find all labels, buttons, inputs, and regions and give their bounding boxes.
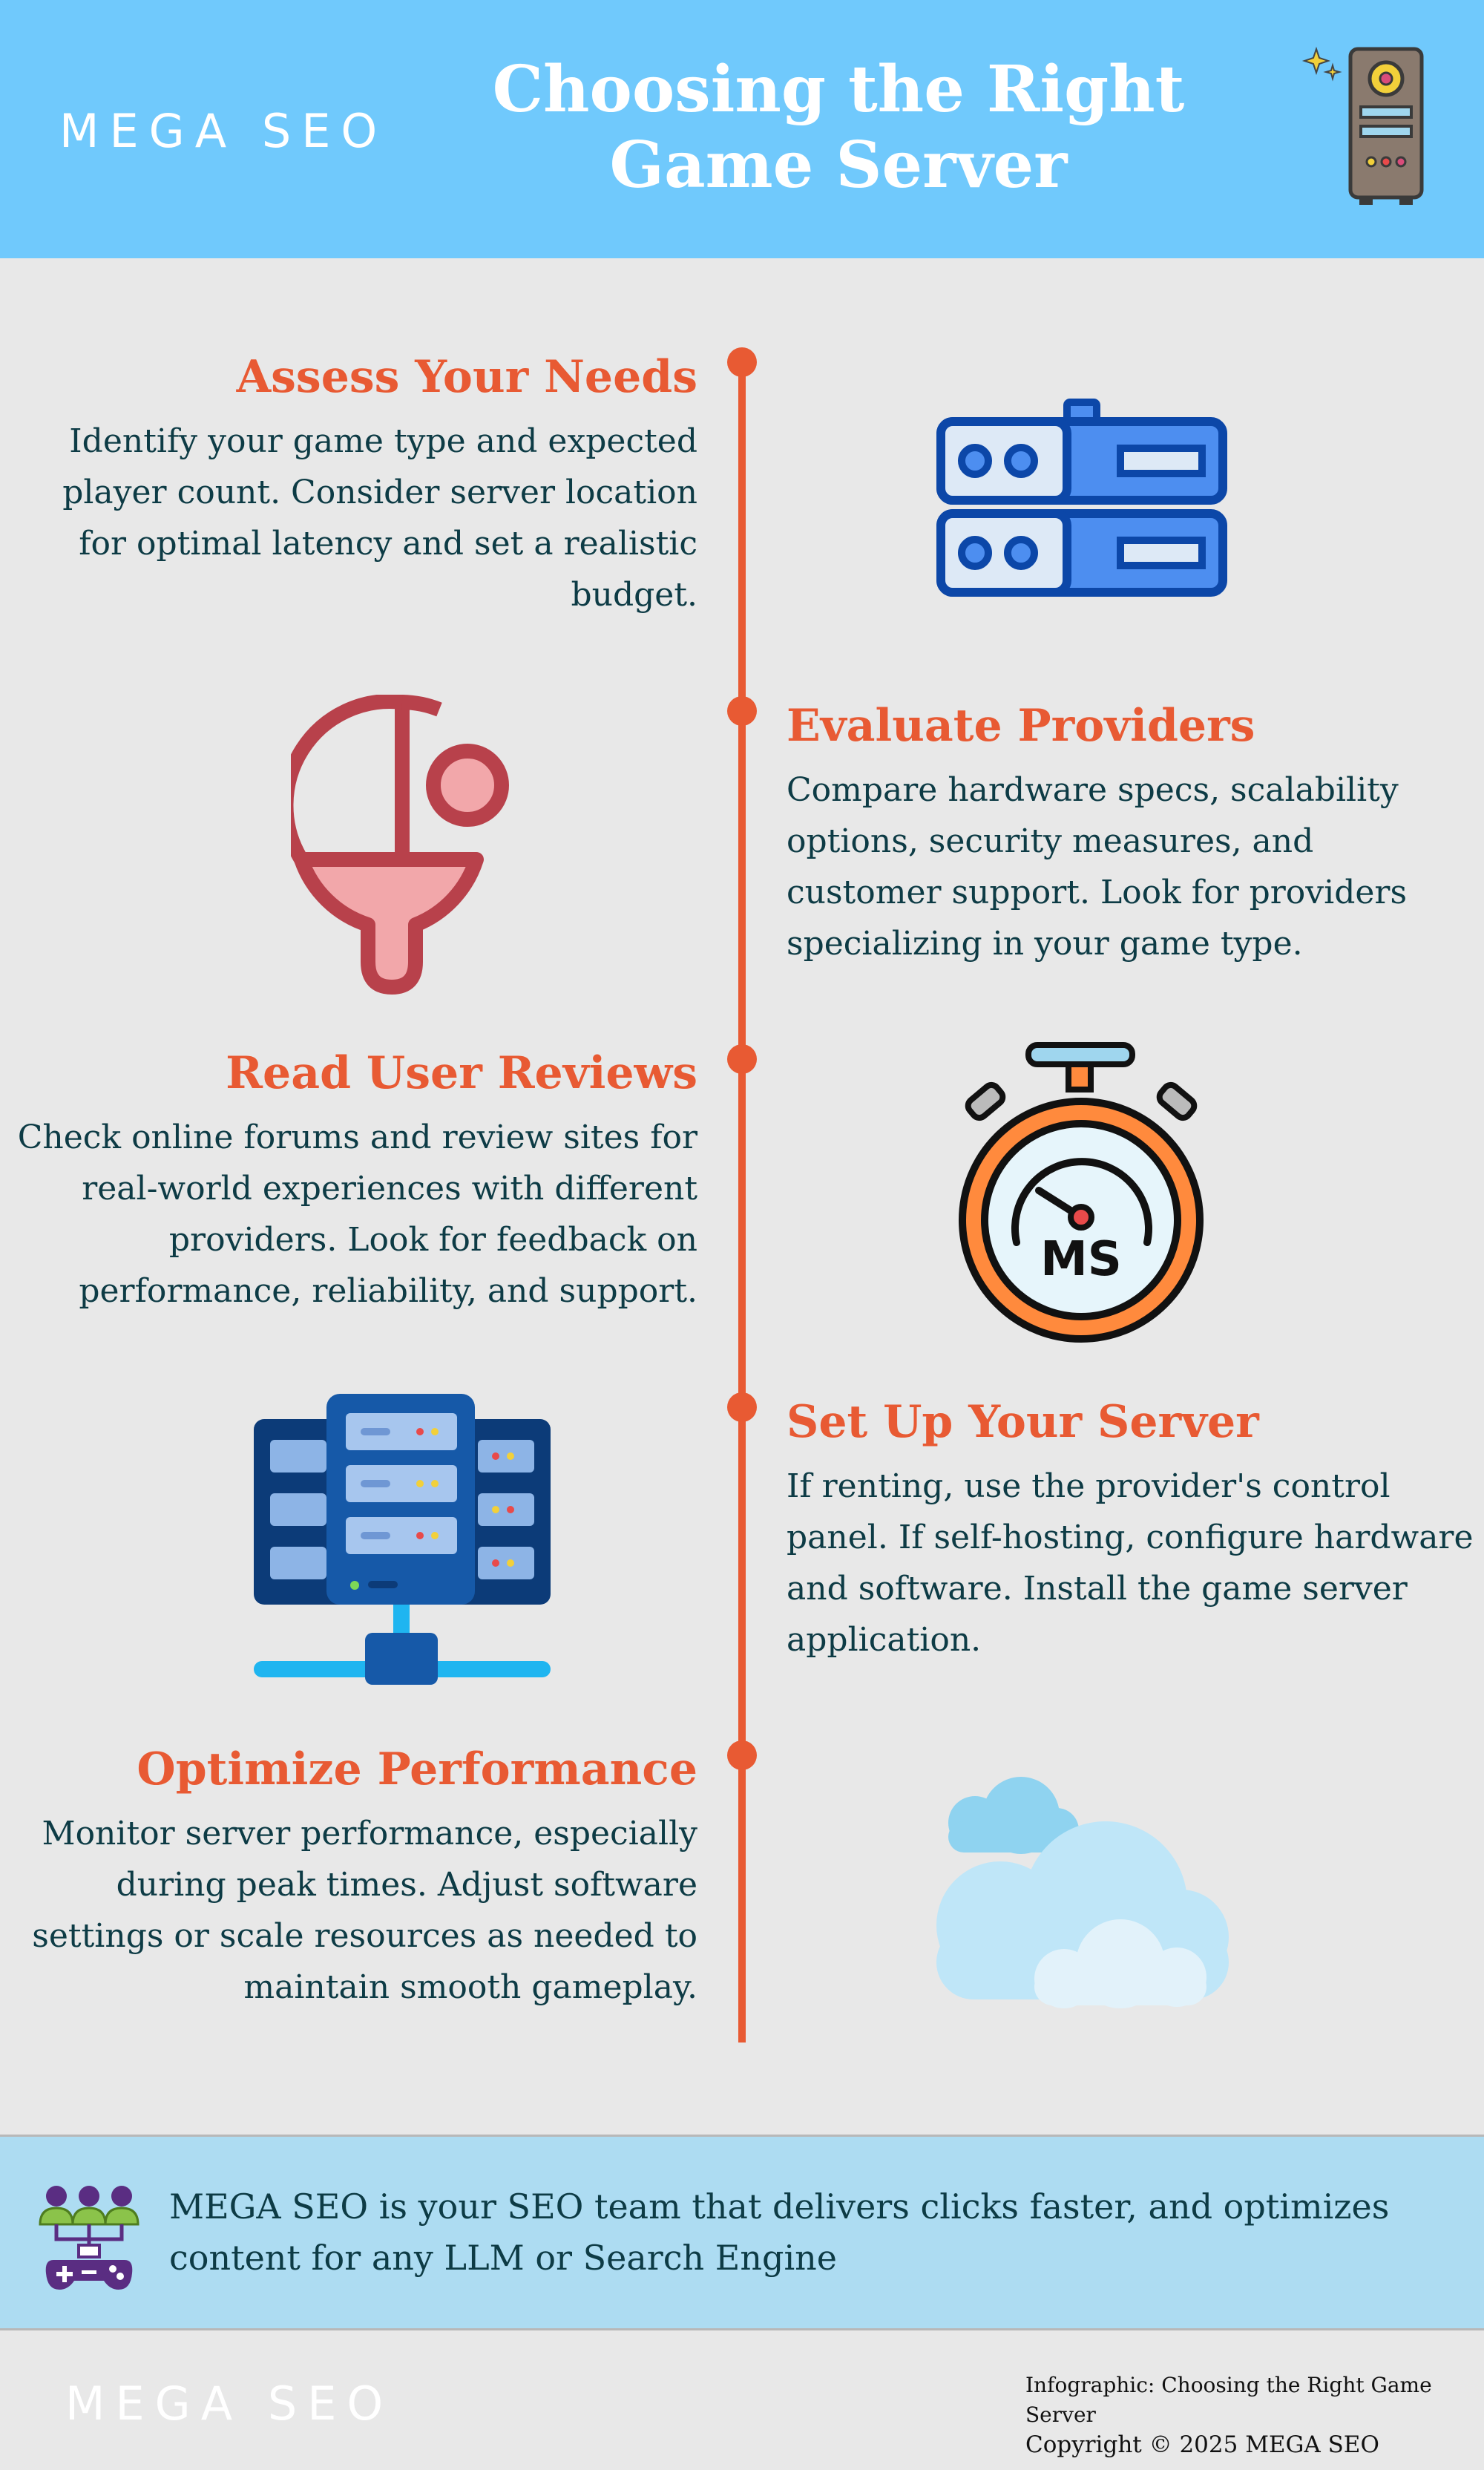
timeline-dot [727, 696, 757, 726]
cloud-icon [936, 1777, 1229, 2008]
footer-caption: Infographic: Choosing the Right Game Ser… [1025, 2373, 1432, 2427]
timeline-dot [727, 1740, 757, 1770]
step-title: Evaluate Providers [787, 700, 1255, 752]
step-text: Monitor server performance, especially d… [32, 1815, 697, 2006]
server-rack-icon [936, 399, 1227, 597]
server-network-icon [254, 1394, 551, 1685]
step-title: Optimize Performance [137, 1743, 697, 1795]
step-read-reviews: Read User Reviews Check online forums an… [7, 1045, 697, 1317]
step-text: Compare hardware specs, scalability opti… [787, 771, 1408, 963]
timeline-dot [727, 1044, 757, 1074]
step-optimize-performance: Optimize Performance Monitor server perf… [7, 1741, 697, 2013]
header: MEGA SEO Choosing the Right Game Server [0, 0, 1484, 258]
step-setup-server: Set Up Your Server If renting, use the p… [787, 1394, 1477, 1665]
step-evaluate-providers: Evaluate Providers Compare hardware spec… [787, 698, 1477, 969]
footer-copyright: Copyright © 2025 MEGA SEO [1025, 2431, 1379, 2458]
gamers-controller-icon [39, 2186, 139, 2290]
header-logo[interactable]: MEGA SEO [59, 104, 388, 158]
step-assess-needs: Assess Your Needs Identify your game typ… [7, 349, 697, 620]
stopwatch-label: MS [1040, 1232, 1122, 1287]
footer-meta: Infographic: Choosing the Right Game Ser… [1025, 2371, 1471, 2460]
promo-text: MEGA SEO is your SEO team that delivers … [169, 2186, 1390, 2278]
timeline-line [738, 362, 746, 2042]
step-title: Read User Reviews [226, 1047, 697, 1099]
step-text: Identify your game type and expected pla… [62, 422, 697, 614]
timeline-dot [727, 347, 757, 377]
promo-banner: MEGA SEO is your SEO team that delivers … [0, 2135, 1484, 2330]
page-title: Choosing the Right Game Server [492, 52, 1185, 203]
timeline-dot [727, 1392, 757, 1422]
footer-logo[interactable]: MEGA SEO [65, 2376, 394, 2431]
step-title: Set Up Your Server [787, 1396, 1259, 1448]
ping-pong-paddle-icon [291, 695, 509, 995]
footer: MEGA SEO Infographic: Choosing the Right… [0, 2332, 1484, 2470]
stopwatch-icon: MS [957, 1042, 1205, 1345]
step-text: Check online forums and review sites for… [17, 1118, 697, 1310]
server-tower-icon [1301, 46, 1424, 205]
step-title: Assess Your Needs [236, 351, 697, 403]
step-text: If renting, use the provider's control p… [787, 1467, 1474, 1659]
